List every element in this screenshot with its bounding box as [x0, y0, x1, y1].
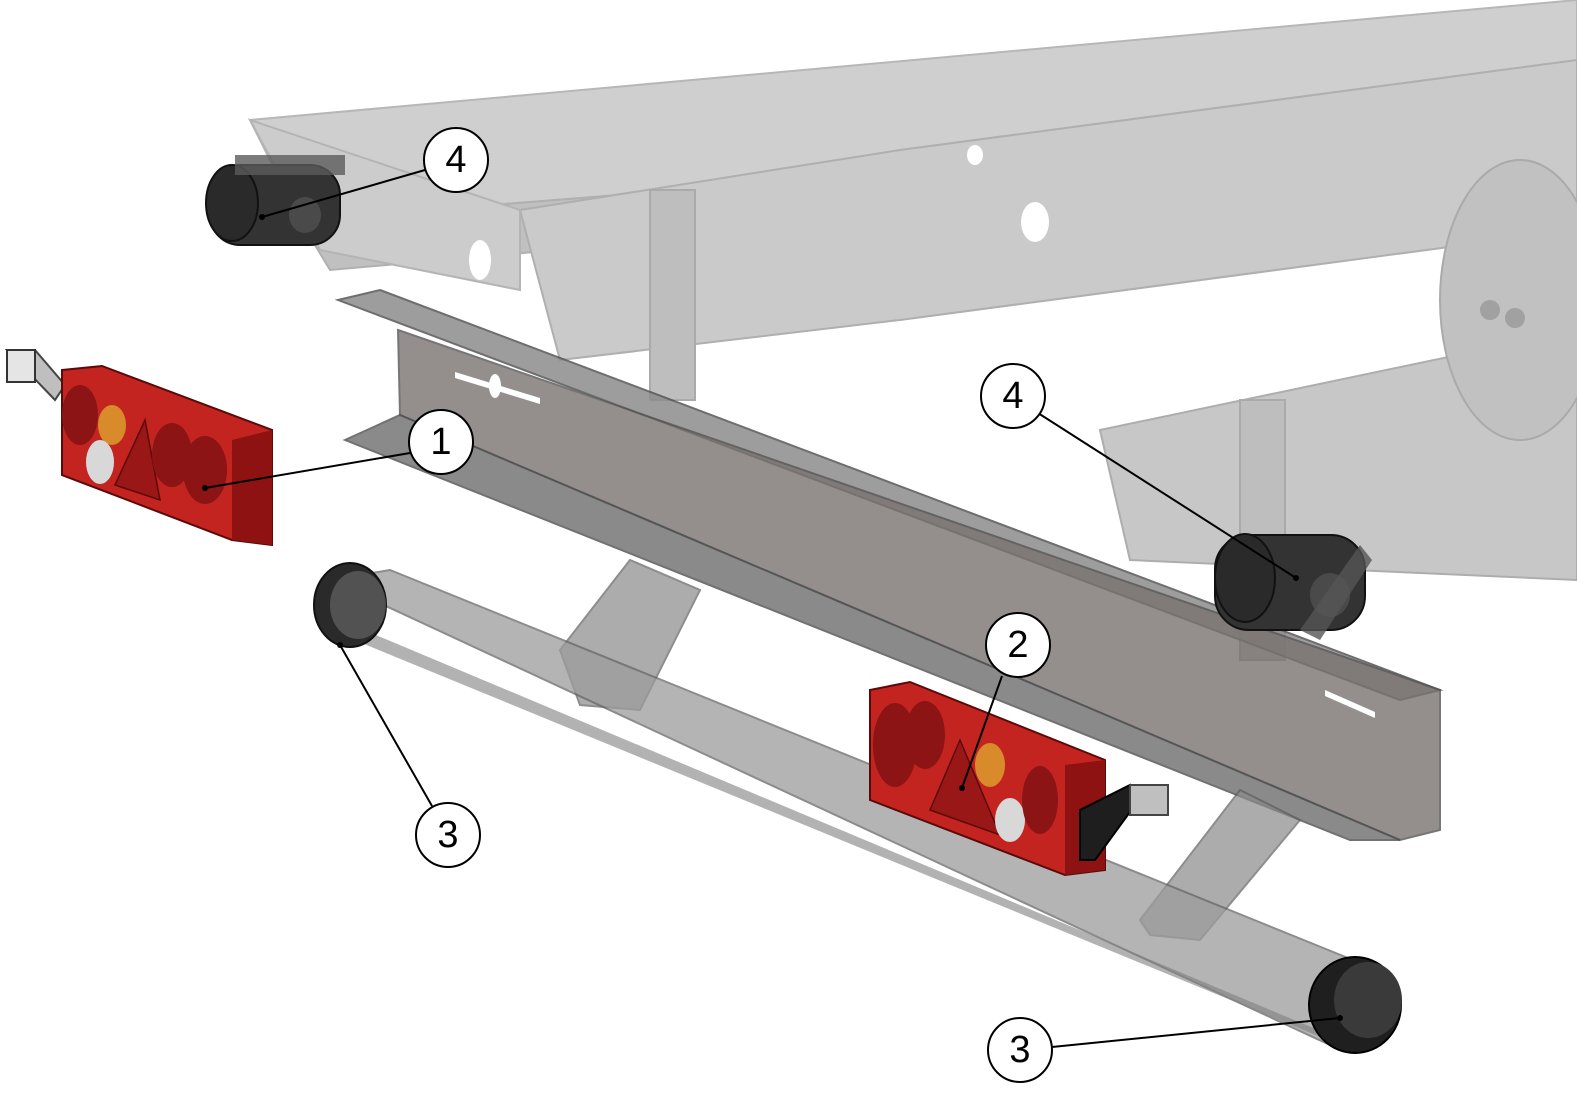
rear-light-left — [4, 349, 273, 547]
callout-label: 3 — [437, 814, 458, 856]
callout-4-right: 4 — [980, 363, 1046, 429]
leader-line-1 — [204, 452, 411, 489]
leader-lines — [202, 169, 1343, 1048]
callout-3-right: 3 — [987, 1017, 1053, 1083]
chassis-frame — [247, 0, 1577, 661]
callout-label: 3 — [1009, 1029, 1030, 1071]
light-bracket-channel — [334, 288, 1444, 842]
callout-1: 1 — [408, 409, 474, 475]
leader-line-3a — [339, 644, 433, 807]
callout-3-left: 3 — [415, 802, 481, 868]
leader-line-2 — [961, 675, 1003, 789]
rear-light-right — [869, 680, 1169, 877]
callout-label: 2 — [1007, 624, 1028, 666]
rubber-buffer-right — [1214, 533, 1372, 640]
leader-line-3b — [1051, 1017, 1341, 1048]
leader-line-4b — [1037, 412, 1297, 579]
tube-end-cap-left — [313, 562, 387, 648]
callout-4-left: 4 — [423, 127, 489, 193]
callout-label: 4 — [445, 139, 466, 181]
rubber-buffer-left — [205, 155, 345, 246]
callout-label: 4 — [1002, 375, 1023, 417]
leader-line-4a — [261, 169, 426, 218]
callout-2: 2 — [985, 612, 1051, 678]
tube-end-cap-right — [1308, 956, 1402, 1054]
callout-label: 1 — [430, 421, 451, 463]
